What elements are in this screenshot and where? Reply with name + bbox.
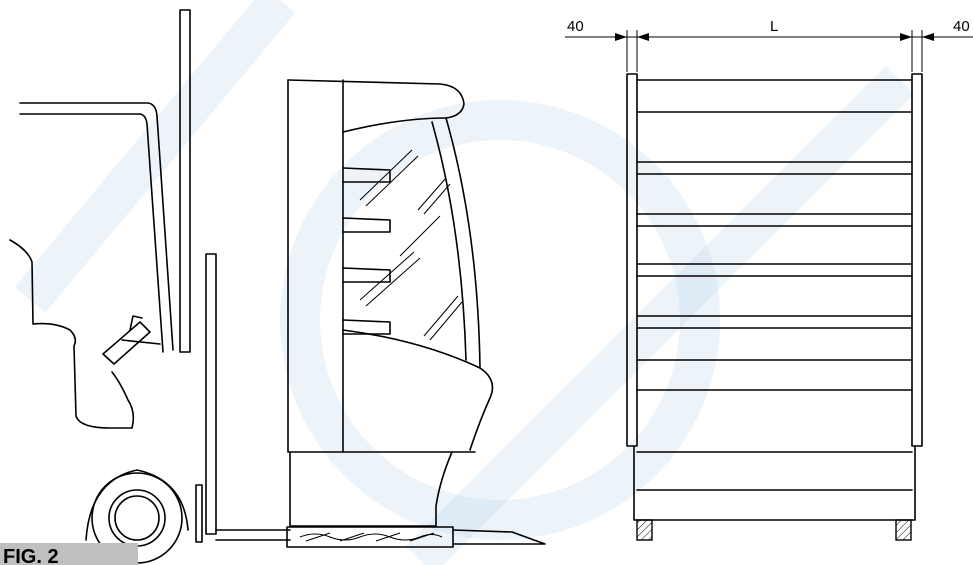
dimension-lines	[565, 30, 973, 72]
dimension-length: L	[770, 18, 778, 35]
figure-label: FIG. 2	[0, 543, 138, 565]
dimension-right-gap: 40	[953, 18, 970, 35]
forklift	[9, 9, 546, 564]
watermark	[14, 0, 915, 565]
dimension-left-gap: 40	[567, 18, 584, 35]
cabinet-front-view	[626, 73, 923, 541]
cabinet-side-view	[286, 79, 494, 548]
